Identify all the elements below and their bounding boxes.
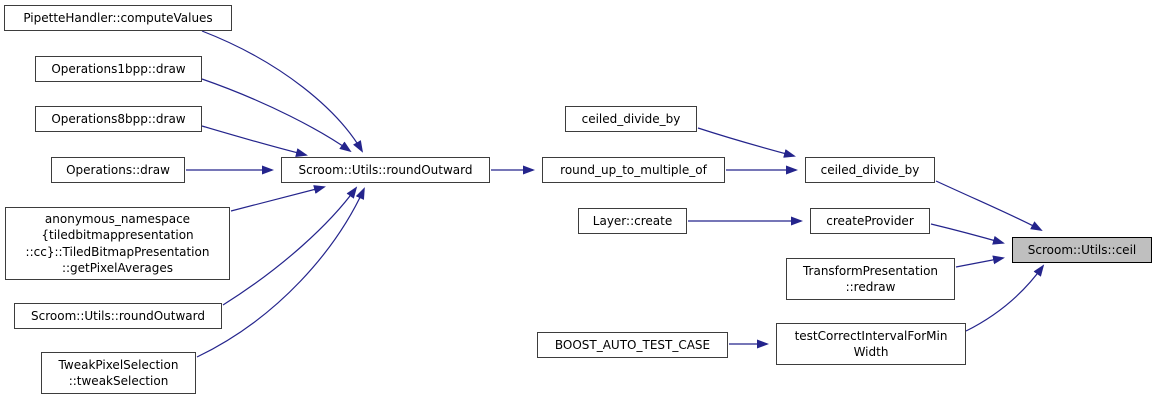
edge-tiled-bitmap-get-pixel-averages-to-scroom-utils-round-outward (230, 185, 326, 212)
graph-node-pipette-handler-compute-values[interactable]: PipetteHandler::computeValues (4, 5, 232, 31)
edge-operations8bpp-draw-to-scroom-utils-round-outward (201, 125, 308, 157)
edge-test-correct-interval-for-min-width-to-scroom-utils-ceil (965, 264, 1045, 332)
graph-node-label: Operations1bpp::draw (51, 61, 186, 76)
edge-ceiled-divide-by-top-to-ceiled-divide-by (697, 127, 796, 158)
graph-node-label: Operations::draw (66, 162, 170, 177)
graph-node-label: ::getPixelAverages (61, 261, 174, 275)
graph-node-boost-auto-test-case[interactable]: BOOST_AUTO_TEST_CASE (537, 332, 728, 358)
edge-ceiled-divide-by-to-scroom-utils-ceil (935, 180, 1043, 231)
graph-node-label: {tiledbitmappresentation (41, 228, 194, 242)
graph-node-label: TweakPixelSelection (58, 357, 179, 372)
graph-node-label: createProvider (826, 213, 914, 228)
graph-node-operations1bpp-draw[interactable]: Operations1bpp::draw (35, 56, 202, 82)
edge-create-provider-to-scroom-utils-ceil (930, 223, 1005, 245)
graph-node-label: Scroom::Utils::roundOutward (31, 308, 205, 323)
graph-node-scroom-utils-round-outward[interactable]: Scroom::Utils::roundOutward (281, 157, 490, 183)
edge-tweak-pixel-selection-tweak-selection-to-scroom-utils-round-outward (196, 187, 365, 358)
edge-scroom-utils-round-outward-left-to-scroom-utils-round-outward (222, 186, 358, 306)
graph-node-operations8bpp-draw[interactable]: Operations8bpp::draw (35, 106, 202, 132)
edge-pipette-handler-compute-values-to-scroom-utils-round-outward (201, 30, 364, 153)
graph-node-label: Layer::create (592, 213, 673, 228)
graph-node-round-up-to-multiple-of[interactable]: round_up_to_multiple_of (542, 157, 725, 183)
graph-node-label: round_up_to_multiple_of (560, 162, 707, 177)
graph-node-label: PipetteHandler::computeValues (23, 10, 213, 25)
graph-node-create-provider[interactable]: createProvider (810, 208, 930, 234)
graph-node-scroom-utils-ceil[interactable]: Scroom::Utils::ceil (1012, 237, 1152, 263)
graph-node-label: ::redraw (845, 280, 896, 294)
graph-node-label: testCorrectIntervalForMin (794, 328, 948, 343)
graph-node-label: Width (853, 345, 889, 359)
graph-node-label: Operations8bpp::draw (51, 111, 186, 126)
graph-node-scroom-utils-round-outward-left[interactable]: Scroom::Utils::roundOutward (14, 303, 222, 329)
graph-node-label: ceiled_divide_by (581, 111, 681, 126)
graph-node-tiled-bitmap-get-pixel-averages[interactable]: anonymous_namespace {tiledbitmappresentat… (5, 207, 230, 280)
edge-transform-presentation-redraw-to-scroom-utils-ceil (955, 255, 1005, 268)
graph-node-ceiled-divide-by[interactable]: ceiled_divide_by (805, 157, 935, 183)
graph-node-label: ::cc}::TiledBitmapPresentation (25, 244, 210, 259)
graph-node-label: BOOST_AUTO_TEST_CASE (554, 337, 711, 352)
graph-node-label: ceiled_divide_by (820, 162, 920, 177)
graph-node-tweak-pixel-selection-tweak-selection[interactable]: TweakPixelSelection::tweakSelection (41, 352, 196, 394)
graph-node-label: ::tweakSelection (68, 374, 169, 388)
graph-node-label: Scroom::Utils::roundOutward (298, 162, 473, 177)
edge-operations1bpp-draw-to-scroom-utils-round-outward (201, 78, 352, 153)
graph-node-label: anonymous_namespace (44, 211, 191, 226)
graph-node-label: TransformPresentation (802, 263, 939, 278)
graph-node-transform-presentation-redraw[interactable]: TransformPresentation::redraw (786, 258, 955, 300)
graph-node-ceiled-divide-by-top[interactable]: ceiled_divide_by (565, 106, 697, 132)
graph-node-layer-create[interactable]: Layer::create (578, 208, 687, 234)
edge-group (186, 30, 1045, 358)
graph-node-label: Scroom::Utils::ceil (1027, 242, 1137, 257)
graph-node-operations-draw[interactable]: Operations::draw (51, 157, 185, 183)
